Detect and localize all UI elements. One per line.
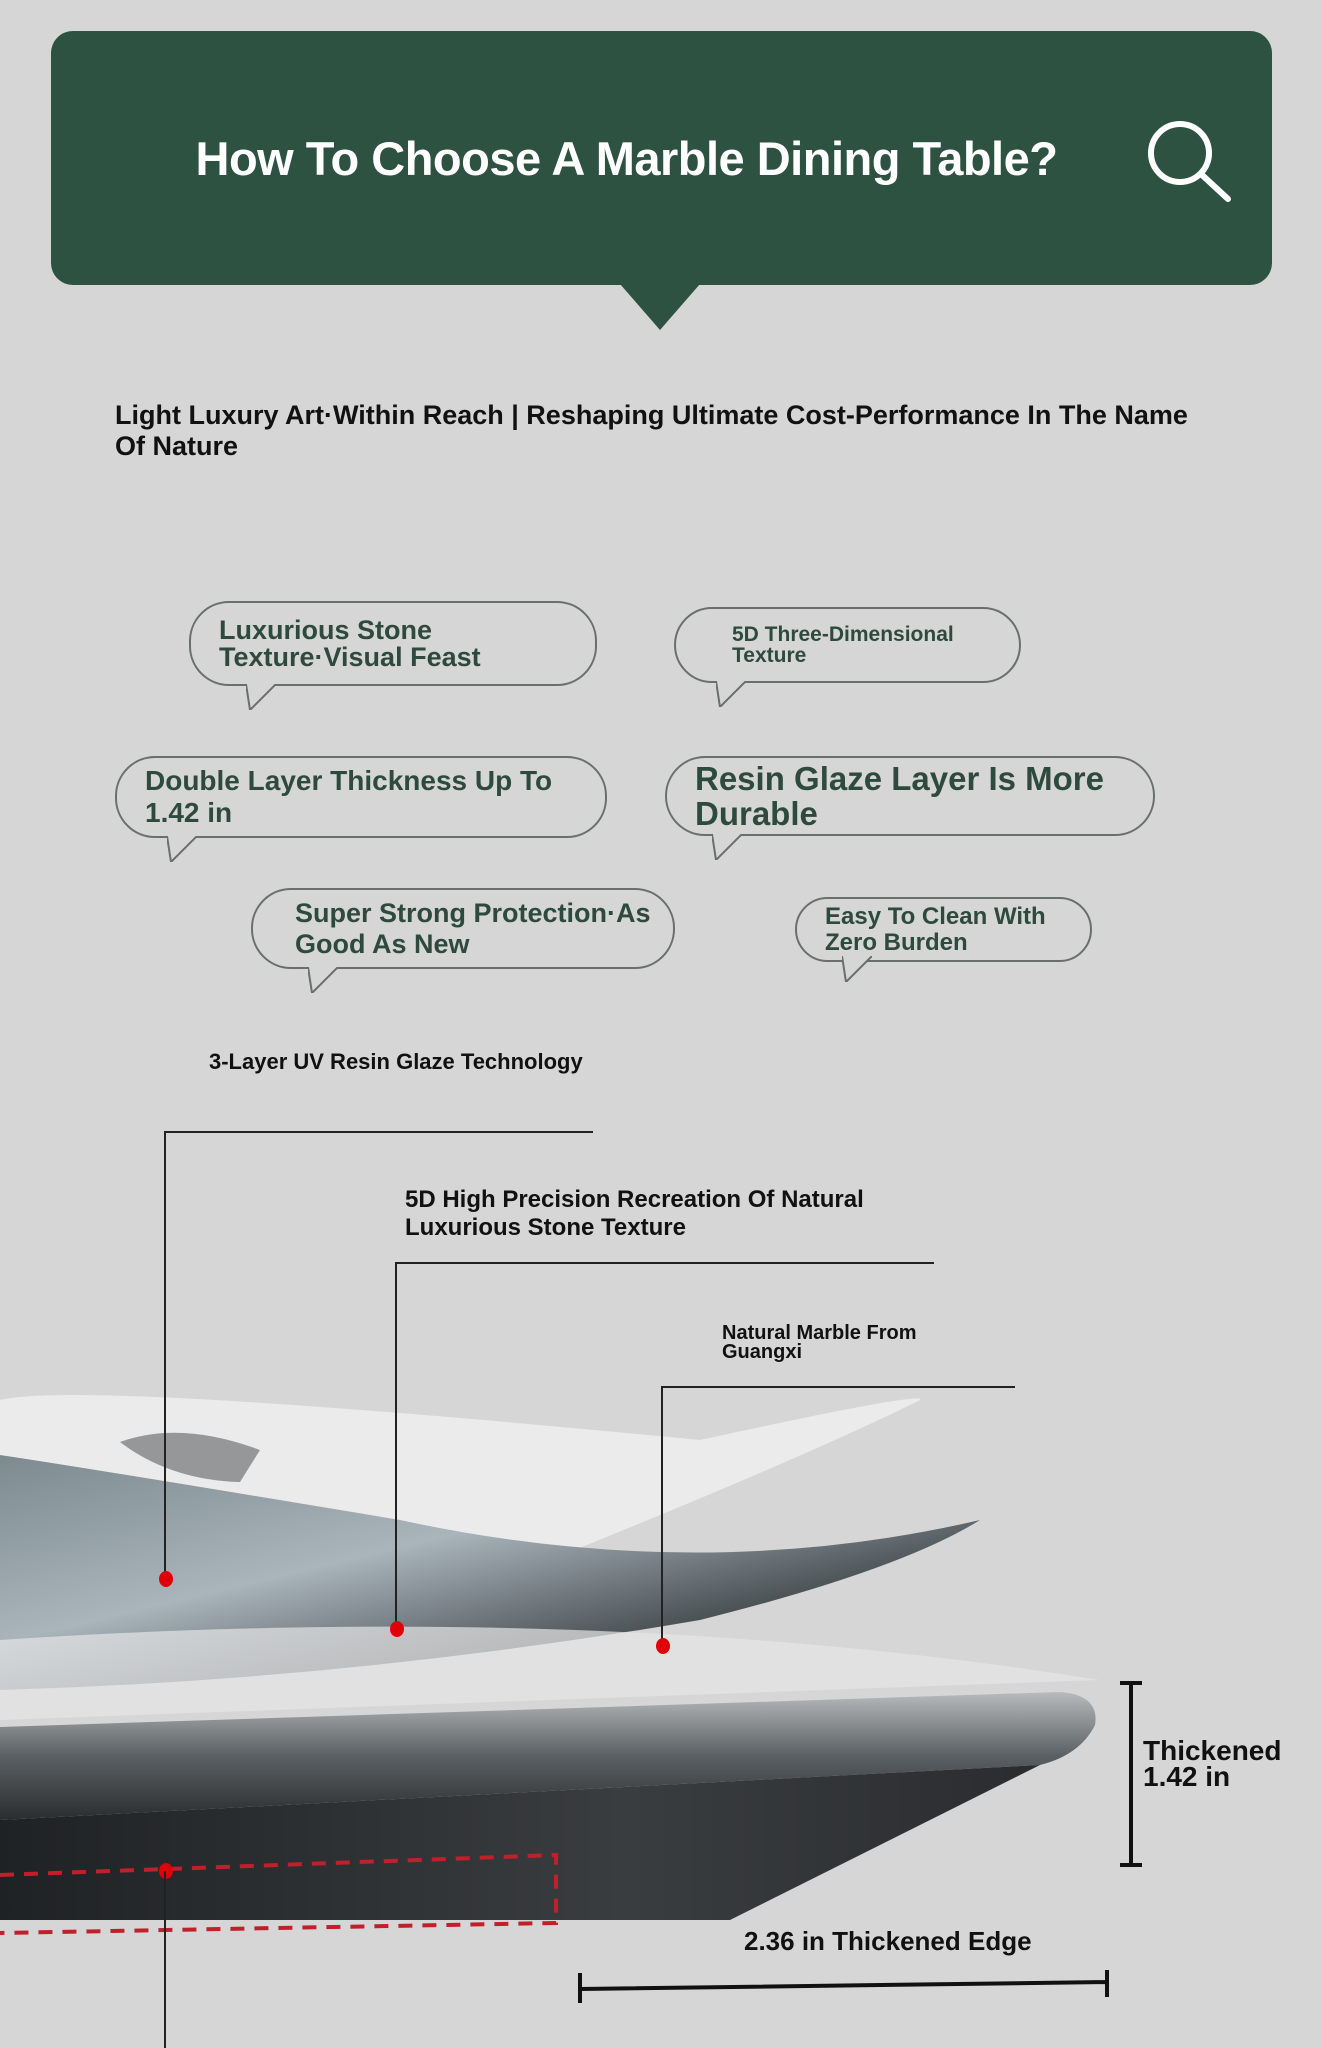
bubble-tail <box>716 681 746 707</box>
feature-label: Double Layer Thickness Up To 1.42 in <box>145 765 553 828</box>
thickness-label: Thickened 1.42 in <box>1143 1735 1282 1792</box>
feature-bubble: 5D Three-Dimensional Texture <box>674 607 1021 707</box>
callout-dot <box>159 1571 173 1587</box>
header-pointer <box>620 284 700 330</box>
page-title: How To Choose A Marble Dining Table? <box>195 131 1058 185</box>
marble-table-illustration <box>0 1395 1142 2003</box>
layer-label-texture: 5D High Precision Recreation Of Natural … <box>405 1186 864 1241</box>
callout-dot <box>656 1638 670 1654</box>
callout-line <box>164 1131 166 1579</box>
edge-label: 2.36 in Thickened Edge <box>744 1926 1032 1956</box>
feature-label: Easy To Clean With Zero Burden <box>825 902 1046 956</box>
callout-line <box>395 1262 934 1264</box>
texture-spot <box>120 1432 260 1482</box>
search-icon <box>1148 121 1231 202</box>
feature-bubble: Luxurious Stone Texture·Visual Feast <box>189 601 597 710</box>
bubble-tail <box>167 836 197 862</box>
layer-label-marble: Natural Marble From Guangxi <box>722 1322 917 1363</box>
feature-bubble: Resin Glaze Layer Is More Durable <box>665 756 1155 860</box>
subtitle: Light Luxury Art·Within Reach | Reshapin… <box>115 400 1188 461</box>
feature-bubble: Easy To Clean With Zero Burden <box>795 897 1092 982</box>
feature-label: Luxurious Stone Texture·Visual Feast <box>219 614 481 672</box>
feature-label: Resin Glaze Layer Is More Durable <box>695 760 1105 832</box>
feature-bubble: Super Strong Protection·As Good As New <box>251 888 675 993</box>
callout-line <box>164 1131 593 1133</box>
bubble-tail <box>308 967 338 993</box>
edge-width-bracket <box>578 1970 1109 2003</box>
header-banner: How To Choose A Marble Dining Table? <box>51 31 1272 285</box>
callout-line <box>661 1386 663 1646</box>
bubble-tail <box>246 684 276 710</box>
bubble-tail <box>712 834 742 860</box>
feature-label: Super Strong Protection·As Good As New <box>295 897 651 959</box>
callout-dot <box>390 1621 404 1637</box>
callout-line <box>164 1871 166 2048</box>
callout-line <box>395 1262 397 1629</box>
callout-line <box>661 1386 1015 1388</box>
feature-bubble: Double Layer Thickness Up To 1.42 in <box>115 756 607 862</box>
tabletop-underside <box>0 1765 1040 1920</box>
callout-dot <box>159 1863 173 1879</box>
layer-label-uv-glaze: 3-Layer UV Resin Glaze Technology <box>209 1049 583 1074</box>
bubble-tail <box>842 956 872 982</box>
feature-label: 5D Three-Dimensional Texture <box>732 623 954 667</box>
thickness-bracket <box>1120 1681 1142 1867</box>
tabletop-edge <box>0 1692 1096 1820</box>
marble-layer <box>0 1626 1100 1720</box>
